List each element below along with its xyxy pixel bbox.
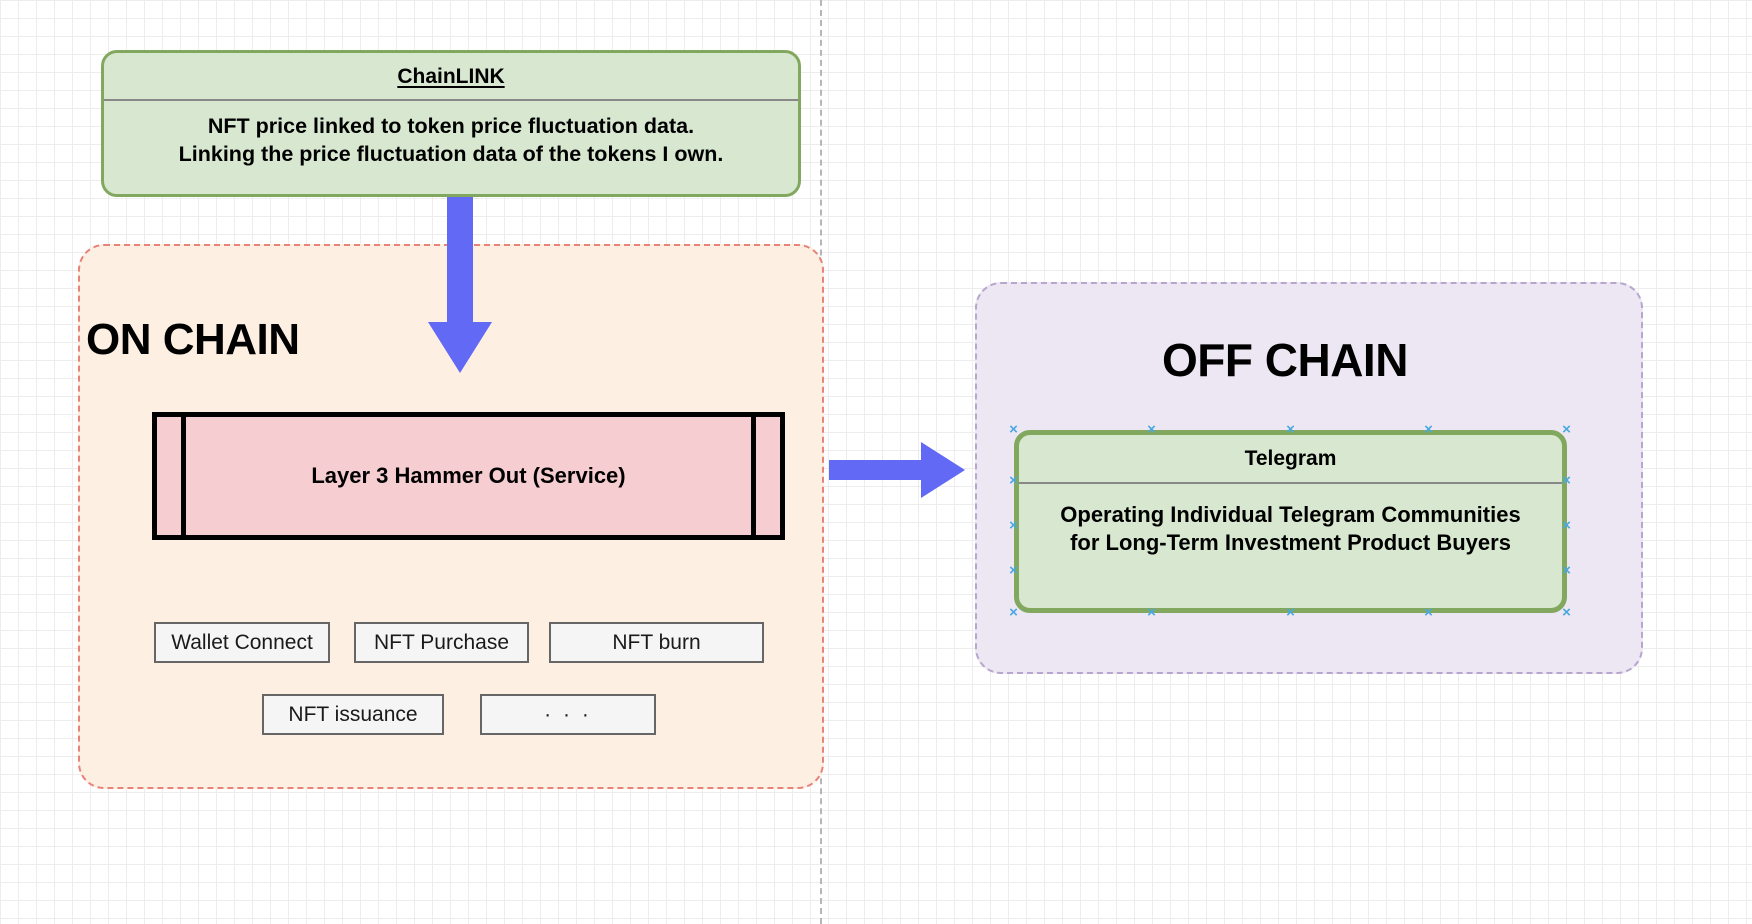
chip-nft-purchase[interactable]: NFT Purchase <box>354 622 529 663</box>
chip-wallet-connect-label: Wallet Connect <box>171 630 313 654</box>
chip-nft-burn-label: NFT burn <box>612 630 701 654</box>
chainlink-note-title: ChainLINK <box>104 53 798 99</box>
chip-nft-issuance[interactable]: NFT issuance <box>262 694 444 735</box>
process-right-bar <box>751 417 756 535</box>
telegram-note-title: Telegram <box>1019 435 1562 482</box>
chainlink-note-title-text: ChainLINK <box>397 65 505 88</box>
arrow-onchain-to-offchain[interactable] <box>829 440 969 500</box>
off-chain-title: OFF CHAIN <box>1162 334 1408 386</box>
arrow-down-icon <box>428 197 492 373</box>
chip-wallet-connect[interactable]: Wallet Connect <box>154 622 330 663</box>
chip-nft-issuance-label: NFT issuance <box>288 702 418 726</box>
layer3-process-shape[interactable]: Layer 3 Hammer Out (Service) <box>152 412 785 540</box>
chip-nft-burn[interactable]: NFT burn <box>549 622 764 663</box>
chip-ellipsis-label: · · · <box>544 702 592 726</box>
telegram-note[interactable]: Telegram Operating Individual Telegram C… <box>1014 430 1567 613</box>
arrow-right-icon <box>829 442 965 498</box>
on-chain-title: ON CHAIN <box>86 315 300 364</box>
chip-ellipsis[interactable]: · · · <box>480 694 656 735</box>
process-left-bar <box>181 417 186 535</box>
chainlink-note[interactable]: ChainLINK NFT price linked to token pric… <box>101 50 801 197</box>
chainlink-note-body: NFT price linked to token price fluctuat… <box>178 114 724 166</box>
telegram-note-title-text: Telegram <box>1244 447 1337 470</box>
layer3-process-label: Layer 3 Hammer Out (Service) <box>311 463 626 488</box>
chip-nft-purchase-label: NFT Purchase <box>374 630 509 654</box>
telegram-note-divider <box>1019 482 1562 484</box>
telegram-note-body: Operating Individual Telegram Communitie… <box>1060 502 1521 556</box>
arrow-chainlink-to-process[interactable] <box>420 197 500 380</box>
chainlink-note-divider <box>104 99 798 101</box>
